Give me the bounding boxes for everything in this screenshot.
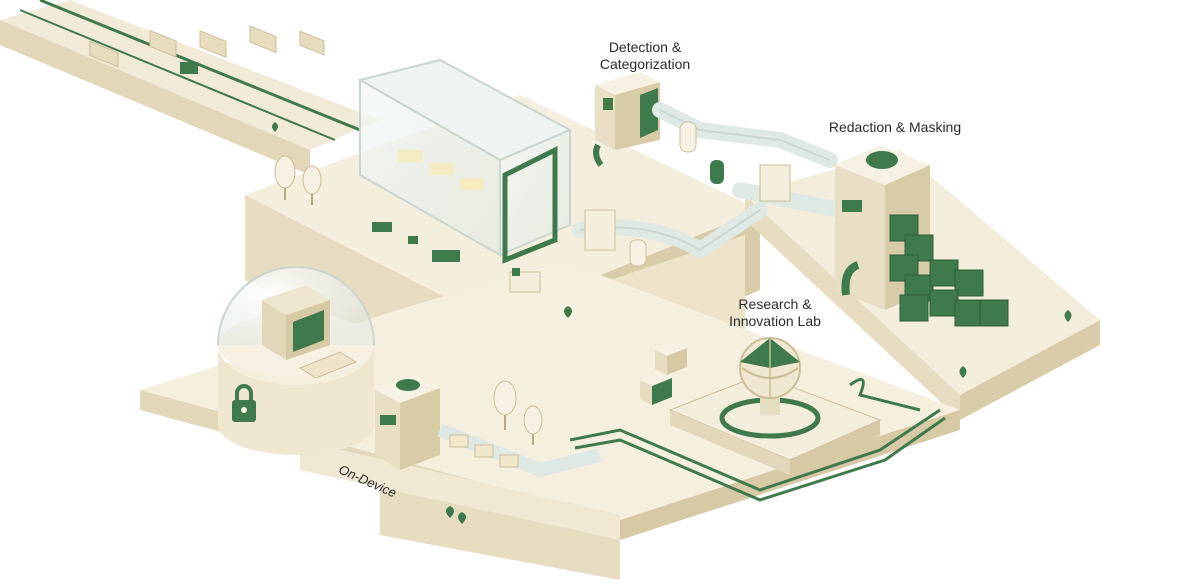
research-lab	[668, 337, 882, 475]
lock-icon	[232, 384, 256, 422]
tree-icon	[274, 155, 543, 445]
label-research-innovation-lab: Research & Innovation Lab	[715, 296, 835, 330]
glass-processing-chamber	[357, 58, 573, 264]
label-detection-categorization: Detection & Categorization	[580, 39, 710, 73]
on-device-dome	[217, 266, 375, 455]
label-detection-line2: Categorization	[599, 56, 691, 72]
label-redaction-masking: Redaction & Masking	[828, 119, 962, 135]
computer-icon	[262, 285, 358, 379]
ground-cables	[569, 377, 946, 502]
label-research-line1: Research &	[738, 296, 812, 312]
globe-icon	[739, 337, 801, 399]
detection-machine	[593, 72, 660, 167]
plant-icon	[272, 122, 1072, 524]
label-research-line2: Innovation Lab	[729, 313, 821, 329]
conveyor-cart	[180, 62, 198, 74]
label-detection-line1: Detection &	[608, 39, 682, 55]
pipe-connectors	[584, 121, 791, 267]
on-device-terminal	[375, 375, 602, 478]
small-devices	[372, 222, 541, 293]
masked-data-blocks	[889, 214, 1009, 327]
input-conveyor	[0, 0, 380, 175]
cube-icon	[640, 342, 687, 405]
document-blocks	[89, 25, 325, 68]
